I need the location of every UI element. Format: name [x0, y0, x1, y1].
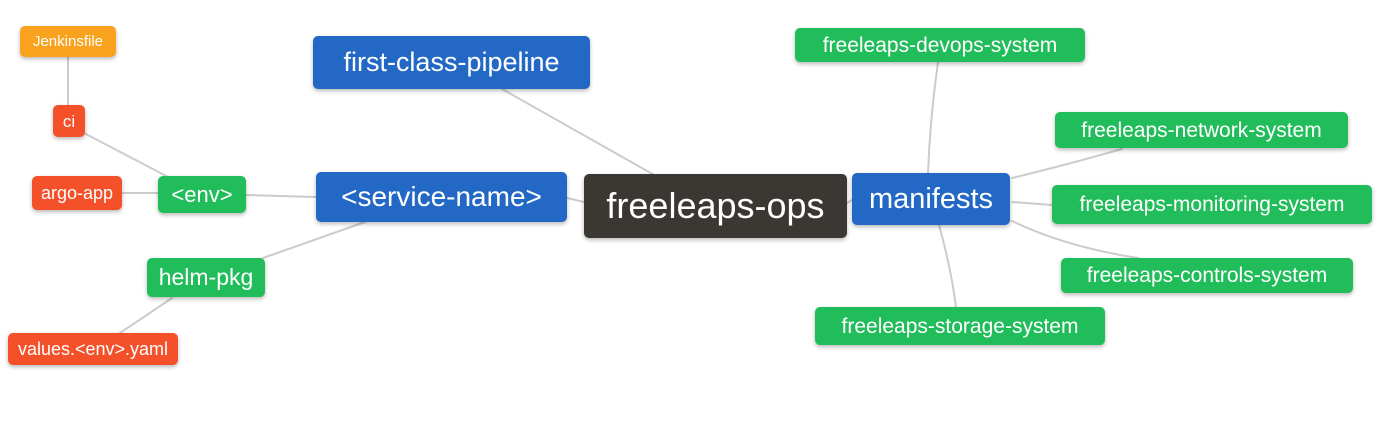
node-ci[interactable]: ci — [53, 105, 85, 137]
edge-ops-manifests — [846, 199, 853, 204]
node-freeleaps-controls-system[interactable]: freeleaps-controls-system — [1061, 258, 1353, 293]
node-helm-pkg[interactable]: helm-pkg — [147, 258, 265, 297]
edge-manifests-controls — [1011, 220, 1139, 259]
edge-env-service-name — [245, 194, 317, 198]
edge-manifests-network — [1011, 148, 1123, 179]
node-freeleaps-monitoring-system[interactable]: freeleaps-monitoring-system — [1052, 185, 1372, 224]
edge-manifests-storage — [938, 224, 957, 308]
edge-manifests-devops — [927, 61, 939, 174]
node-manifests[interactable]: manifests — [852, 173, 1010, 225]
node-freeleaps-storage-system[interactable]: freeleaps-storage-system — [815, 307, 1105, 345]
node-jenkinsfile[interactable]: Jenkinsfile — [20, 26, 116, 57]
edge-values-helm-pkg — [119, 297, 173, 334]
edge-manifests-monitoring — [1011, 201, 1053, 206]
node-env[interactable]: <env> — [158, 176, 246, 213]
node-freeleaps-devops-system[interactable]: freeleaps-devops-system — [795, 28, 1085, 62]
edge-ci-env — [81, 131, 171, 179]
edge-fcp-ops — [501, 88, 657, 177]
node-freeleaps-ops-root[interactable]: freeleaps-ops — [584, 174, 847, 238]
edge-helm-pkg-service-name — [262, 221, 366, 259]
edge-service-name-ops — [566, 197, 585, 203]
node-freeleaps-network-system[interactable]: freeleaps-network-system — [1055, 112, 1348, 148]
node-argo-app[interactable]: argo-app — [32, 176, 122, 210]
node-service-name[interactable]: <service-name> — [316, 172, 567, 222]
node-first-class-pipeline[interactable]: first-class-pipeline — [313, 36, 590, 89]
node-values-env-yaml[interactable]: values.<env>.yaml — [8, 333, 178, 365]
